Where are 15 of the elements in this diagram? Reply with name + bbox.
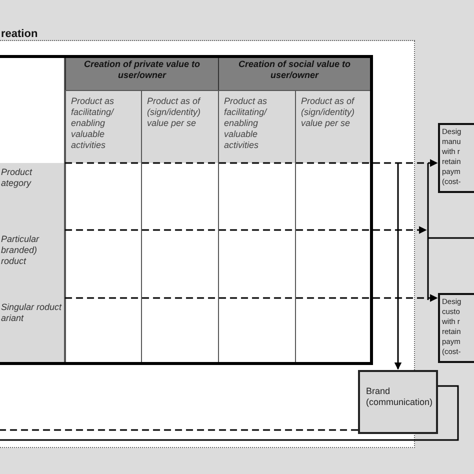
region-title: reation [0,28,415,41]
row-header: Singular roduct ariant [0,298,65,362]
brand-box: Brand (communication) [358,370,438,434]
row-header: Product ategory [0,163,65,230]
column-header: Creation of private value to user/owner [65,55,218,90]
column-subheader: Product as facilitating/ enabling valuable activities [218,90,295,163]
column-subheader: Product as of (sign/identity) value per se [295,90,370,163]
column-subheader: Product as facilitating/ enabling valuable activities [65,90,141,163]
arrow [65,159,438,167]
column-header: Creation of social value to user/owner [218,55,370,90]
row-header: Particular branded) roduct [0,230,65,298]
column-subheader: Product as of (sign/identity) value per se [141,90,218,163]
arrow [65,226,427,234]
arrow [65,294,438,302]
arrow [394,163,402,370]
